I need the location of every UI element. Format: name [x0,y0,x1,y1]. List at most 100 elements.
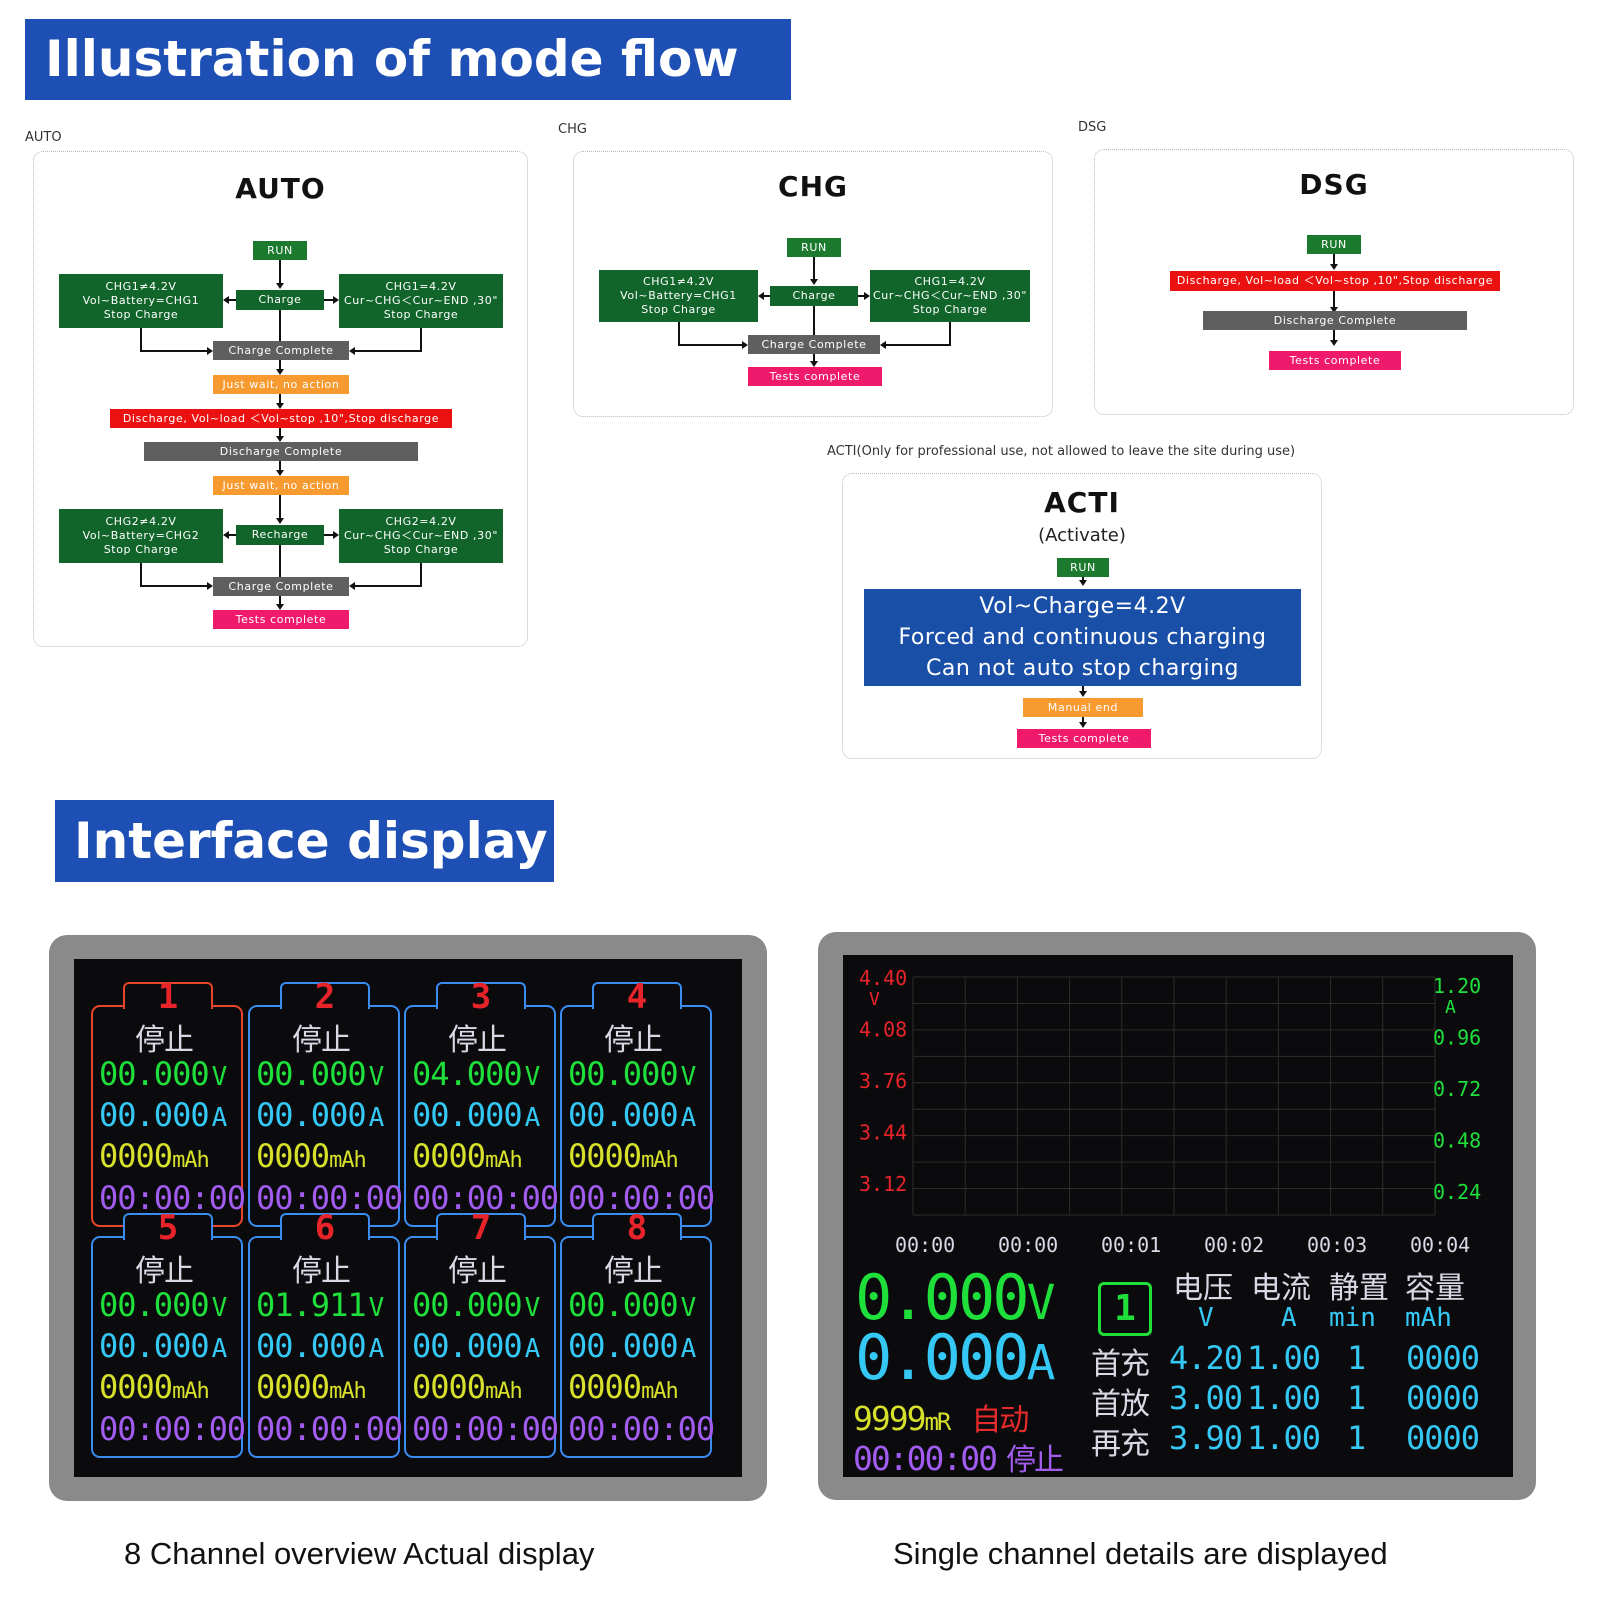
auto-wait1-box: Just wait, no action [213,375,349,394]
channel-voltage: 00.000 [412,1286,523,1324]
auto-arrow [207,347,213,355]
channel-capacity-unit: mAh [329,1148,367,1173]
channel-status: 停止 [604,1254,663,1289]
channel-status: 停止 [448,1254,507,1289]
channel-capacity: 0000 [256,1137,330,1175]
chg-arrow [810,361,818,367]
channel-number: 8 [592,1211,682,1245]
table-cell-a: 1.00 [1247,1419,1321,1457]
channel-time: 00:00:00 [256,1179,403,1217]
channel-voltage: 00.000 [568,1055,679,1093]
channel-current: 00.000 [568,1327,679,1365]
detail-mode: 自动 [971,1403,1029,1438]
dsg-discharge-complete-box: Discharge Complete [1203,311,1467,330]
detail-chart: 4.404.083.763.443.12V1.200.960.720.480.2… [859,966,1481,1216]
chg-connector [886,344,951,346]
channel-capacity-unit: mAh [485,1148,523,1173]
channel-current: 00.000 [568,1096,679,1134]
chg-connector [813,306,815,335]
acti-arrow [1079,691,1087,697]
channel-capacity-unit: mAh [641,1148,679,1173]
x-axis-tick: 00:00 [895,1233,956,1257]
x-axis-tick: 00:01 [1101,1233,1162,1257]
auto-connector [140,563,142,586]
chg-connector [813,354,815,363]
auto-wait2-box: Just wait, no action [213,476,349,495]
detail-resistance-unit: mR [924,1408,951,1436]
auto-arrow [276,436,284,442]
auto-arrow [333,296,339,304]
channel-time: 00:00:00 [568,1410,715,1448]
chg-arrow [880,341,886,349]
detail-current-unit: A [1026,1335,1056,1391]
channel-capacity: 0000 [256,1368,330,1406]
detail-channel-badge: 1 [1098,1282,1152,1336]
table-header: 电压 [1173,1271,1233,1306]
channel-time: 00:00:00 [568,1179,715,1217]
acti-arrow [1079,580,1087,586]
channel-status: 停止 [292,1023,351,1058]
interface-banner: Interface display [55,800,554,882]
left-axis-tick: 3.12 [859,1172,907,1196]
acti-connector [1082,686,1084,694]
channel-voltage-unit: V [524,1293,541,1323]
table-cell-mah: 0000 [1406,1339,1480,1377]
auto-connector [420,328,422,351]
table-unit: V [1198,1303,1214,1333]
table-unit: min [1329,1303,1376,1333]
auto-arrow [207,582,213,590]
channel-capacity-unit: mAh [641,1379,679,1404]
chg-arrow [758,292,764,300]
channel-number: 4 [592,980,682,1014]
auto-arrow [276,283,284,289]
auto-arrow [223,296,229,304]
table-cell-v: 4.20 [1169,1339,1243,1377]
channel-voltage-unit: V [368,1062,385,1092]
auto-connector [279,260,281,284]
auto-connector [324,299,333,301]
dsg-arrow [1330,340,1338,346]
channel-voltage: 00.000 [99,1055,210,1093]
channel-capacity-row: 0000mAh [412,1137,523,1175]
channel-current-unit: A [211,1103,228,1133]
right-axis-tick: 0.48 [1433,1129,1481,1153]
detail-voltage-readout: 0.000V [855,1267,1056,1334]
chg-right-box: CHG1=4.2V Cur~CHG＜Cur~END ,30" Stop Char… [870,270,1030,322]
acti-line3: Can not auto stop charging [926,656,1239,681]
channel-voltage: 04.000 [412,1055,523,1093]
table-cell-label: 首充 [1091,1347,1150,1382]
channel-current-unit: A [524,1334,541,1364]
channel-capacity-row: 0000mAh [568,1368,679,1406]
right-axis-unit: A [1445,997,1456,1018]
acti-manual-end-box: Manual end [1023,698,1143,717]
table-unit: A [1281,1303,1297,1333]
mode-flow-banner: Illustration of mode flow [25,19,791,100]
dsg-arrow [1330,307,1338,313]
table-unit: mAh [1405,1303,1452,1333]
channel-capacity: 0000 [568,1137,642,1175]
acti-title: ACTI [1044,486,1120,519]
table-cell-min: 1 [1347,1419,1366,1457]
chg-arrow [810,279,818,285]
auto-left1-box: CHG1≠4.2V Vol~Battery=CHG1 Stop Charge [59,274,223,328]
channel-current-unit: A [211,1334,228,1364]
channel-number: 2 [280,980,370,1014]
dsg-run-box: RUN [1307,235,1361,254]
auto-tests-complete-box: Tests complete [213,610,349,629]
chg-title: CHG [778,170,848,203]
